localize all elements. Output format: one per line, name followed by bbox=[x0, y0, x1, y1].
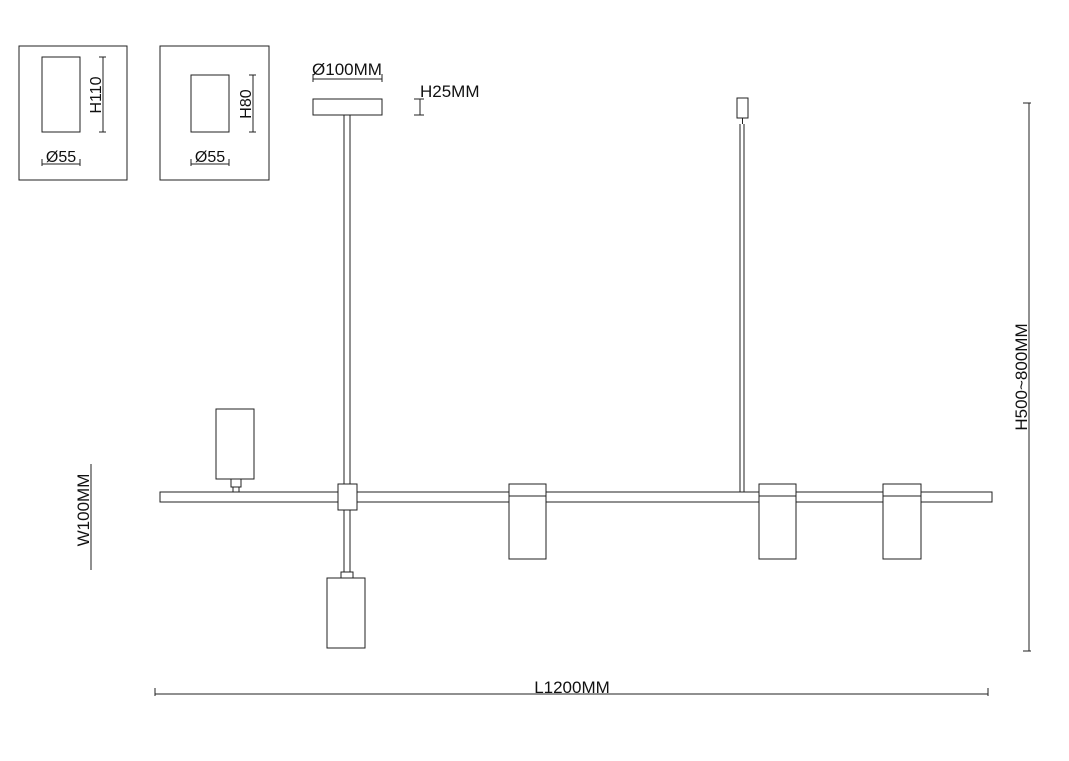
width-dimension: W100MM bbox=[74, 464, 93, 570]
detail-box-2-diameter-label: Ø55 bbox=[195, 149, 225, 166]
detail-box-short-shade: H80 Ø55 bbox=[159, 45, 270, 181]
rod-joint bbox=[337, 483, 358, 579]
ceiling-canopy: Ø100MM H25MM bbox=[312, 60, 480, 116]
detail-box-2-height-label: H80 bbox=[238, 89, 255, 118]
canopy-height-label: H25MM bbox=[420, 82, 480, 101]
shade-down-3 bbox=[882, 483, 922, 560]
shade-down-1 bbox=[508, 483, 547, 560]
detail-box-tall-shade: H110 Ø55 bbox=[18, 45, 128, 181]
overall-height-dimension: H500~800MM bbox=[1012, 102, 1031, 652]
shade-up-left bbox=[215, 408, 255, 493]
width-label: W100MM bbox=[74, 474, 93, 547]
suspension-cable bbox=[736, 97, 749, 492]
length-label: L1200MM bbox=[534, 678, 610, 697]
shade-down-2 bbox=[758, 483, 797, 560]
overall-height-label: H500~800MM bbox=[1012, 323, 1031, 430]
detail-box-1-height-label: H110 bbox=[88, 76, 105, 113]
detail-box-1-diameter-label: Ø55 bbox=[46, 149, 76, 166]
shade-down-rod bbox=[326, 577, 366, 649]
canopy-diameter-label: Ø100MM bbox=[312, 60, 382, 79]
suspension-rod bbox=[343, 115, 351, 484]
length-dimension: L1200MM bbox=[154, 678, 989, 697]
horizontal-bar bbox=[159, 491, 993, 503]
